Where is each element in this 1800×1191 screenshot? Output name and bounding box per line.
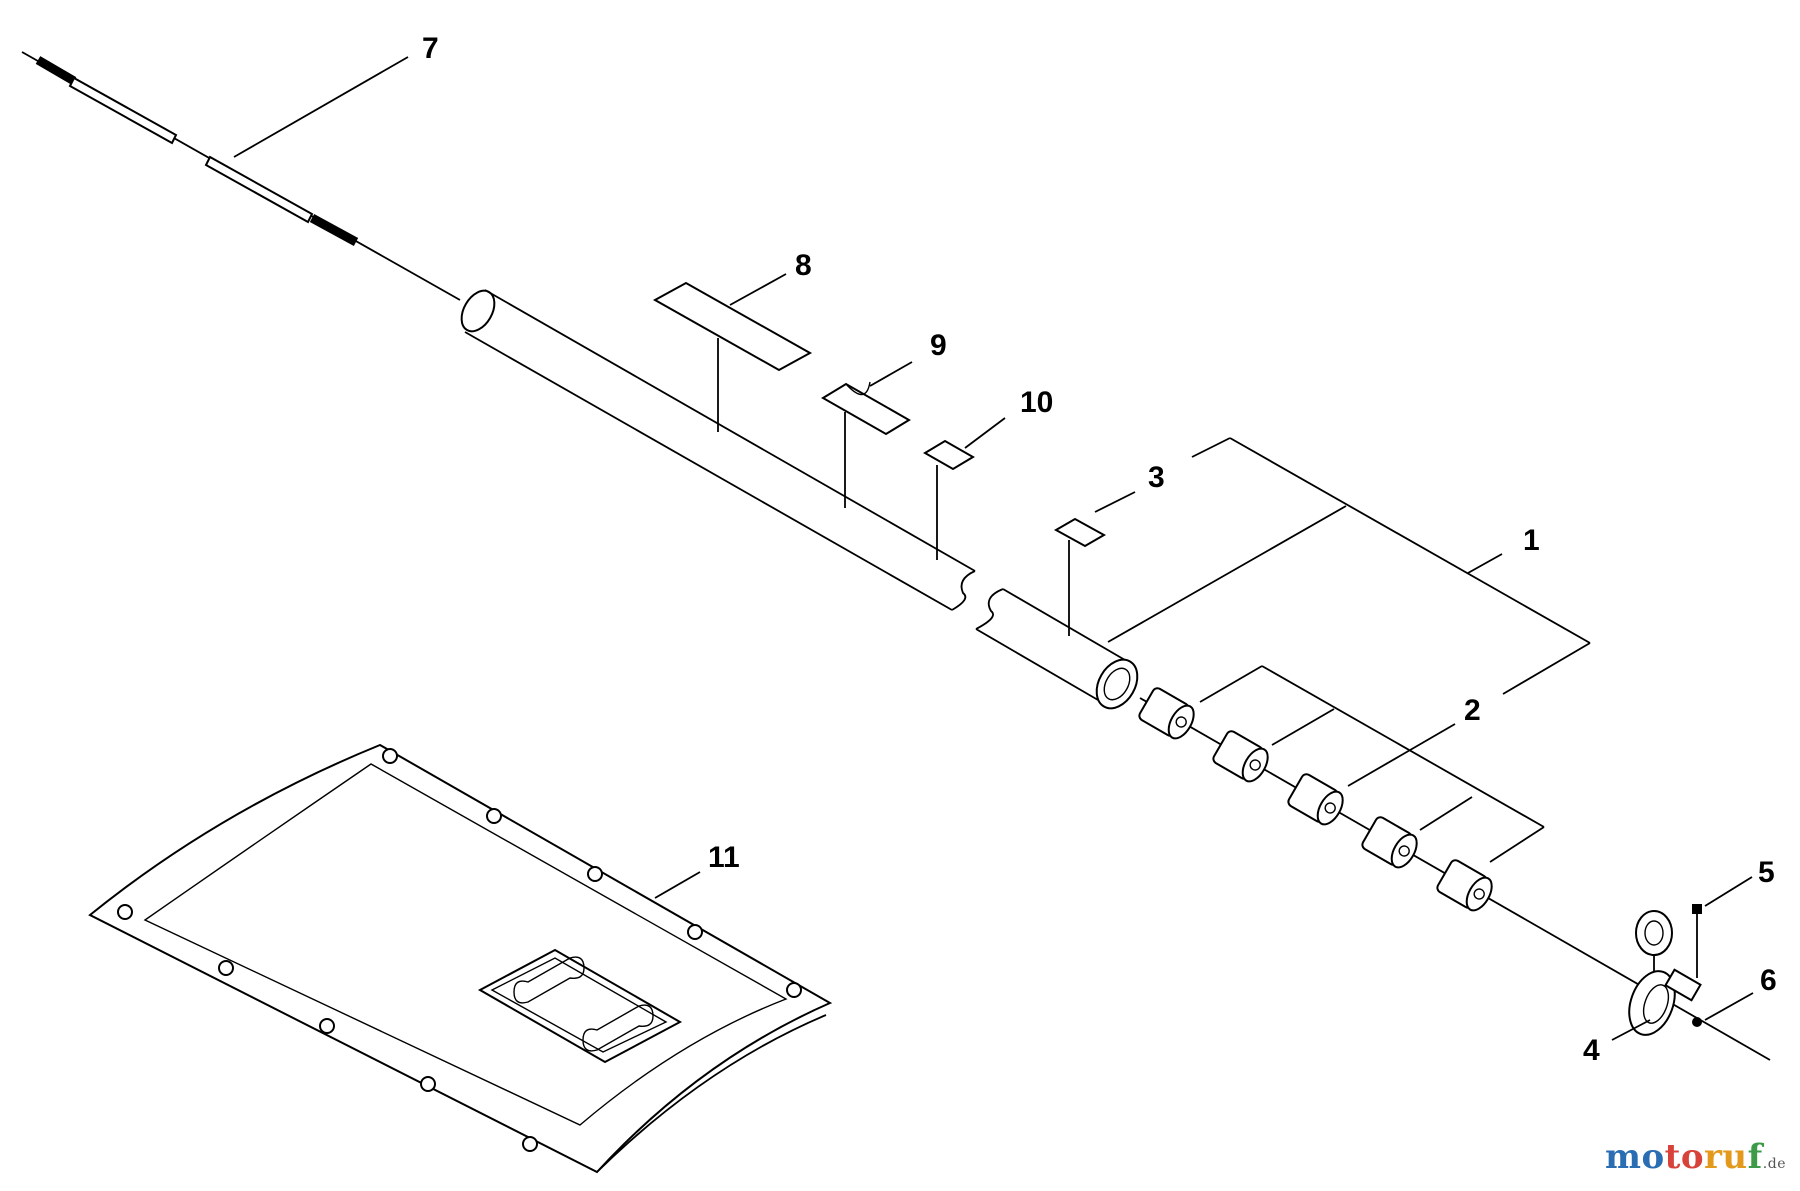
part-label-3: 3 xyxy=(1148,461,1165,494)
watermark-part-3: ru xyxy=(1704,1137,1748,1177)
watermark-part-4: f xyxy=(1747,1137,1763,1177)
watermark-logo: motoruf.de xyxy=(1605,1137,1786,1177)
part-label-6: 6 xyxy=(1760,964,1777,997)
decal-9 xyxy=(821,381,911,508)
part-label-10: 10 xyxy=(1020,386,1053,419)
part-label-7: 7 xyxy=(422,32,439,65)
part-label-1: 1 xyxy=(1523,524,1540,557)
part-label-9: 9 xyxy=(930,329,947,362)
part-label-8: 8 xyxy=(795,249,812,282)
watermark-tld: .de xyxy=(1762,1156,1786,1172)
bushings xyxy=(1138,687,1493,912)
part-label-5: 5 xyxy=(1758,856,1775,889)
clamp xyxy=(1628,904,1702,1036)
part-label-11: 11 xyxy=(708,841,740,874)
shield-plate xyxy=(88,743,833,1174)
watermark-part-2: to xyxy=(1664,1137,1705,1177)
decal-10 xyxy=(923,439,975,560)
part-label-2: 2 xyxy=(1464,694,1481,727)
leader-lines xyxy=(233,56,1754,1041)
watermark-part-1: mo xyxy=(1604,1137,1665,1177)
decal-8 xyxy=(652,281,813,432)
drive-shaft xyxy=(21,51,461,301)
decal-3 xyxy=(1053,517,1107,636)
part-label-4: 4 xyxy=(1583,1034,1600,1067)
